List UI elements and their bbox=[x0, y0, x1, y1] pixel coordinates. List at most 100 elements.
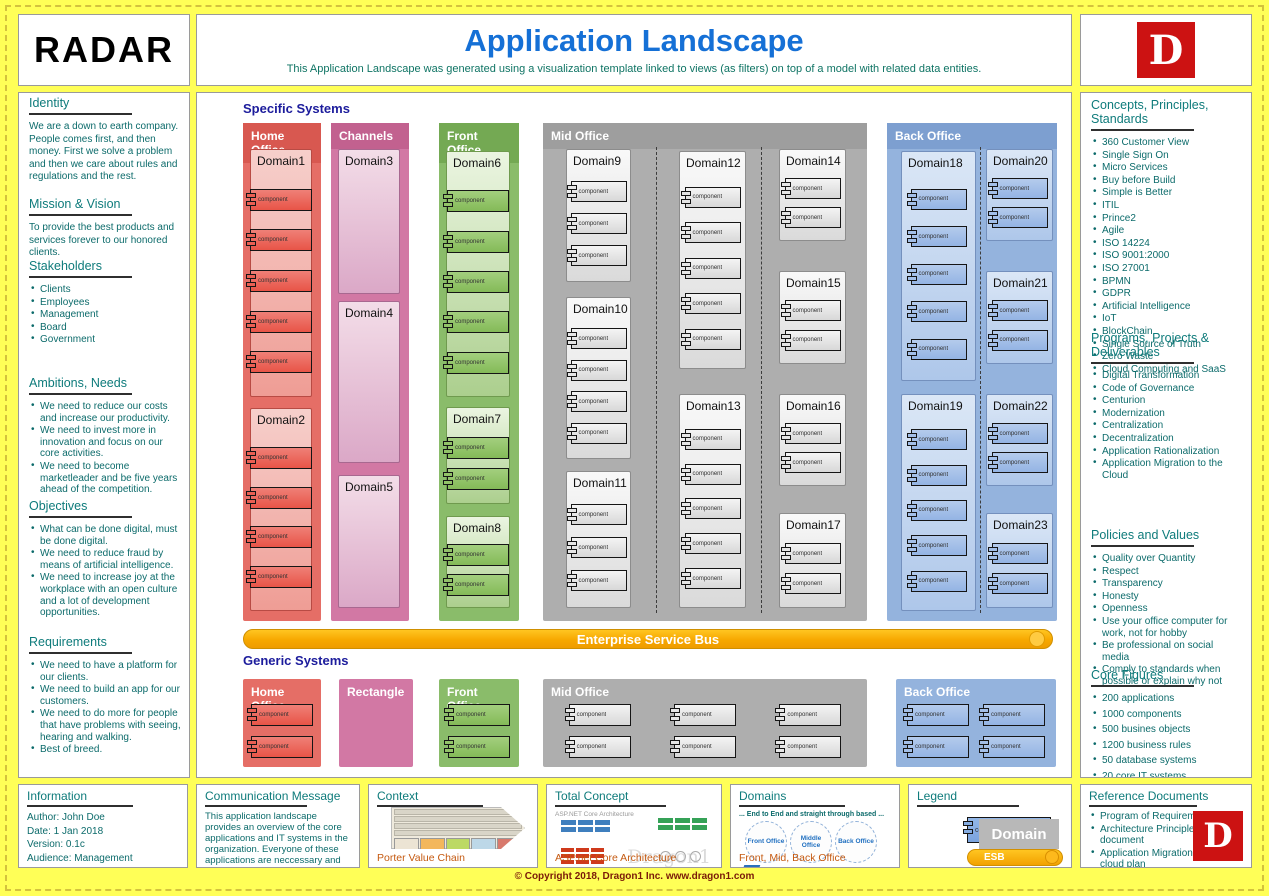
dashed-divider bbox=[656, 147, 657, 613]
reference-list: Program of RequirementsArchitecture Prin… bbox=[1089, 810, 1243, 867]
component-icon: component bbox=[443, 573, 509, 596]
component-icon: component bbox=[680, 222, 741, 243]
dashed-divider bbox=[761, 147, 762, 613]
specific-systems-label: Specific Systems bbox=[243, 101, 350, 116]
section-title: Programs, Projects & Deliverables bbox=[1091, 331, 1210, 359]
legend-title: Legend bbox=[917, 789, 958, 803]
component-label: component bbox=[692, 505, 723, 512]
component-label: component bbox=[918, 472, 949, 479]
component-icon: component bbox=[444, 736, 510, 758]
support-activity-bar bbox=[394, 816, 522, 822]
domain-components bbox=[339, 320, 399, 462]
component-icon: component bbox=[566, 504, 627, 525]
section-list: We need to have a platform for our clien… bbox=[29, 659, 181, 756]
primary-activity-block bbox=[497, 838, 522, 849]
component-label: component bbox=[578, 511, 609, 518]
list-item: Prince2 bbox=[1091, 212, 1243, 225]
component-icon: component bbox=[566, 391, 627, 413]
domain-box-domain3: Domain3 bbox=[338, 149, 400, 294]
list-item: We need to increase joy at the workplace… bbox=[29, 571, 181, 618]
component-label: component bbox=[999, 459, 1030, 466]
component-icon: component bbox=[906, 535, 967, 557]
component-label: component bbox=[999, 307, 1030, 314]
legend-esb-pill: ESB bbox=[967, 849, 1063, 866]
support-activity-bar bbox=[394, 830, 522, 836]
component-label: component bbox=[456, 712, 486, 718]
small-icons-row bbox=[660, 851, 701, 862]
section-underline bbox=[29, 652, 133, 654]
domains-caption: Front, Mid, Back Office bbox=[739, 852, 846, 864]
list-item: We need to have a platform for our clien… bbox=[29, 659, 181, 683]
component-icon: component bbox=[680, 463, 741, 485]
component-label: component bbox=[578, 335, 609, 342]
section-list: Digital TransformationCode of Governance… bbox=[1091, 369, 1243, 481]
domain-label: Domain2 bbox=[257, 413, 306, 427]
section-title: Mission & Vision bbox=[29, 197, 121, 211]
component-label: component bbox=[258, 534, 288, 541]
section-core-figures: Core Figures200 applications1000 compone… bbox=[1091, 668, 1243, 777]
context-caption: Porter Value Chain bbox=[377, 852, 465, 864]
component-label: component bbox=[258, 454, 288, 461]
component-icon: component bbox=[566, 422, 627, 444]
component-label: component bbox=[792, 580, 823, 587]
dragon1-watermark: Dragon1 bbox=[627, 846, 711, 868]
domain-label: Domain4 bbox=[345, 306, 394, 320]
component-label: component bbox=[792, 307, 823, 314]
component-label: component bbox=[455, 359, 485, 366]
component-icon: component bbox=[987, 573, 1048, 594]
component-icon: component bbox=[987, 207, 1048, 228]
component-icon: component bbox=[246, 269, 312, 292]
office-circle-front-office: Front Office bbox=[745, 821, 787, 863]
section-underline bbox=[1091, 129, 1195, 131]
component-label: component bbox=[999, 214, 1030, 221]
blue-block-cluster bbox=[561, 820, 610, 832]
column-header: Channels bbox=[331, 123, 409, 149]
component-label: component bbox=[792, 459, 823, 466]
list-item: Single Source of Truth bbox=[1091, 338, 1243, 351]
component-label: component bbox=[915, 712, 945, 718]
component-label: component bbox=[918, 578, 949, 585]
underline bbox=[377, 805, 484, 807]
component-icon: component bbox=[906, 263, 967, 285]
component-icon: component bbox=[566, 181, 627, 202]
radar-panel: RADAR bbox=[18, 14, 190, 86]
list-item: Modernization bbox=[1091, 407, 1243, 420]
component-icon: component bbox=[443, 351, 509, 374]
component-label: component bbox=[999, 185, 1030, 192]
component-icon: component bbox=[906, 301, 967, 322]
section-underline bbox=[29, 214, 133, 216]
information-line: Version: 0.1c bbox=[27, 839, 85, 850]
component-icon: component bbox=[246, 188, 312, 211]
list-item: GDPR bbox=[1091, 287, 1243, 300]
component-icon: component bbox=[903, 704, 969, 726]
information-title: Information bbox=[27, 789, 88, 803]
component-icon: component bbox=[680, 498, 741, 520]
component-label: component bbox=[258, 318, 288, 325]
component-label: component bbox=[692, 540, 723, 547]
component-icon: component bbox=[443, 270, 509, 293]
component-icon: component bbox=[906, 226, 967, 247]
component-label: component bbox=[918, 346, 949, 352]
esb-label: Enterprise Service Bus bbox=[576, 631, 720, 647]
component-label: component bbox=[692, 575, 723, 582]
component-icon: component bbox=[906, 499, 967, 521]
component-icon: component bbox=[906, 570, 967, 592]
component-label: component bbox=[918, 507, 949, 514]
component-icon: component bbox=[669, 704, 736, 726]
component-icon: component bbox=[443, 190, 509, 213]
component-label: component bbox=[692, 436, 723, 443]
underline bbox=[1089, 805, 1197, 807]
